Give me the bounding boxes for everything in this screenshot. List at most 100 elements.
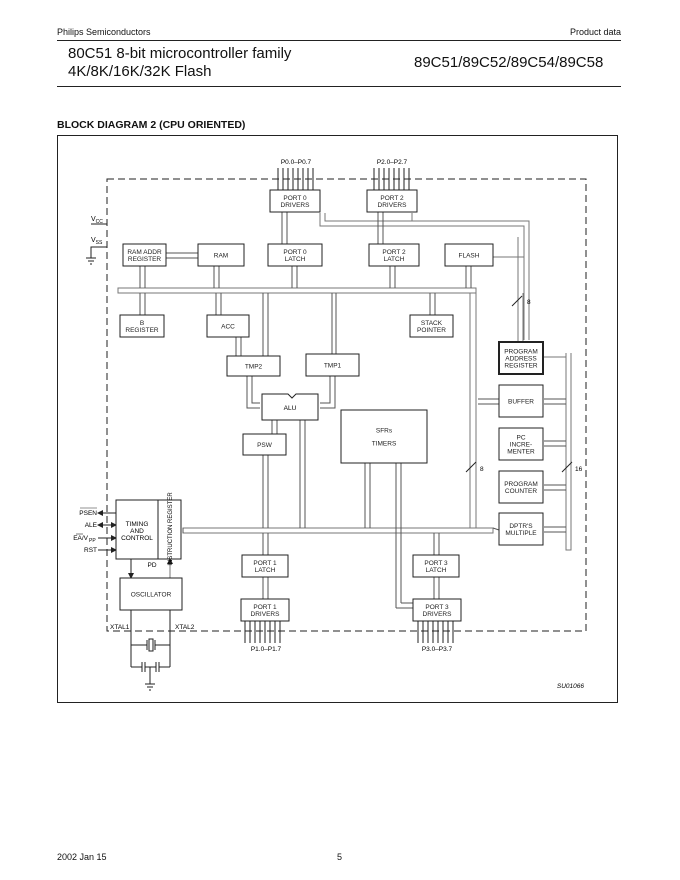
- buffer-block: BUFFER: [498, 384, 544, 418]
- ram-addr-register-label: RAM ADDR: [127, 249, 162, 256]
- tmp2-block: TMP2: [226, 355, 281, 377]
- part-numbers: 89C51/89C52/89C54/89C58: [414, 54, 604, 71]
- company-name: Philips Semiconductors: [57, 27, 151, 37]
- ram-addr-register-label: REGISTER: [128, 256, 162, 263]
- sfrs-timers-label: SFRs: [376, 427, 393, 434]
- psen-label: PSEN: [79, 510, 97, 517]
- vertical-connections: [139, 212, 566, 609]
- pc-incrementer-label: MENTER: [507, 448, 535, 455]
- buffer-label: BUFFER: [508, 398, 534, 405]
- bus-slash-flash: [511, 295, 523, 307]
- bus-width-addr: 16: [575, 466, 583, 473]
- b-register-label: B: [140, 320, 144, 327]
- flash-label: FLASH: [459, 252, 480, 259]
- port1-latch-label: PORT 1: [253, 560, 277, 567]
- program-address-register-label: ADDRESS: [505, 355, 537, 362]
- internal-bus-bottom: [182, 527, 494, 534]
- svg-text:CONTROL: CONTROL: [121, 535, 153, 542]
- sfrs-timers-label: TIMERS: [372, 440, 397, 447]
- port0-latch-label: PORT 0: [283, 249, 307, 256]
- oscillator-label: OSCILLATOR: [131, 591, 172, 598]
- port3-pins-label: P3.0–P3.7: [422, 646, 453, 653]
- section-title: BLOCK DIAGRAM 2 (CPU ORIENTED): [57, 119, 246, 131]
- stack-pointer-label: STACK: [421, 320, 443, 327]
- port1-pin-arrows: [244, 621, 281, 643]
- program-address-register-label: REGISTER: [504, 362, 538, 369]
- header-rule-bottom: [57, 86, 621, 87]
- svg-text:TIMING: TIMING: [126, 521, 149, 528]
- bus-width-mid: 8: [480, 466, 484, 473]
- dptrs-multiple-label: MULTIPLE: [505, 530, 537, 537]
- svg-text:AND: AND: [130, 528, 144, 535]
- port3-drivers-label: PORT 3: [425, 604, 449, 611]
- title-line2: 4K/8K/16K/32K Flash: [68, 63, 212, 80]
- bus-slash-addr: [561, 461, 573, 473]
- port2-pin-arrows: [373, 168, 410, 190]
- port2-latch-label: LATCH: [384, 256, 405, 263]
- vss-label: VSS: [91, 237, 103, 246]
- ram-block: RAM: [197, 243, 245, 267]
- port1-pins-label: P1.0–P1.7: [251, 646, 282, 653]
- tmp1-label: TMP1: [324, 362, 342, 369]
- ea-vpp-label: EA/V: [73, 535, 88, 542]
- acc-block: ACC: [206, 314, 250, 338]
- port2-pins-label: P2.0–P2.7: [377, 159, 408, 166]
- port0-pins-label: P0.0–P0.7: [281, 159, 312, 166]
- diagram-frame: [57, 135, 618, 703]
- port3-drivers-label: DRIVERS: [423, 611, 453, 618]
- port0-drivers-label: DRIVERS: [281, 202, 311, 209]
- b-register-label: REGISTER: [125, 327, 159, 334]
- port3-pin-arrows: [417, 621, 454, 643]
- feedback-bus: [319, 213, 530, 340]
- figure-id: SU01066: [557, 683, 584, 690]
- port2-drivers-label: DRIVERS: [378, 202, 408, 209]
- pd-label: PD: [147, 562, 156, 569]
- svg-text:ALU: ALU: [284, 405, 297, 412]
- port3-latch-label: PORT 3: [424, 560, 448, 567]
- ale-label: ALE: [85, 522, 98, 529]
- footer-page: 5: [337, 852, 343, 862]
- port0-latch-label: LATCH: [285, 256, 306, 263]
- program-counter-label: COUNTER: [505, 488, 537, 495]
- psw-label: PSW: [257, 442, 273, 449]
- footer-date: 2002 Jan 15: [57, 852, 107, 862]
- tmp1-block: TMP1: [305, 353, 360, 377]
- chip-boundary: [106, 178, 587, 632]
- ram-label: RAM: [214, 252, 228, 259]
- port2-drivers-label: PORT 2: [380, 195, 404, 202]
- ea-vpp-sub: PP: [89, 538, 96, 544]
- vcc-label: VCC: [91, 216, 103, 225]
- alu-block: ALU: [261, 393, 319, 421]
- pc-incrementer-label: PC: [516, 434, 525, 441]
- port0-pin-arrows: [277, 168, 314, 190]
- stack-pointer-label: POINTER: [417, 327, 446, 334]
- oscillator-block: OSCILLATOR: [119, 577, 183, 611]
- port1-latch-label: LATCH: [255, 567, 276, 574]
- xtal2-label: XTAL2: [175, 624, 195, 631]
- flash-block: FLASH: [444, 243, 494, 267]
- port1-drivers-label: DRIVERS: [251, 611, 281, 618]
- header-rule-top: [57, 40, 621, 41]
- internal-bus-top: [117, 287, 477, 528]
- acc-label: ACC: [221, 323, 235, 330]
- tmp2-label: TMP2: [245, 363, 263, 370]
- control-signal-lines: [97, 510, 173, 691]
- xtal1-label: XTAL1: [110, 624, 130, 631]
- pc-incrementer-label: INCRE-: [510, 441, 532, 448]
- instruction-register-label: INSTRUCTION REGISTER: [168, 492, 174, 566]
- timing-control-block: TIMING AND CONTROL INSTRUCTION REGISTER: [115, 492, 182, 566]
- doc-type: Product data: [569, 27, 621, 37]
- dptrs-multiple-label: DPTR'S: [509, 523, 533, 530]
